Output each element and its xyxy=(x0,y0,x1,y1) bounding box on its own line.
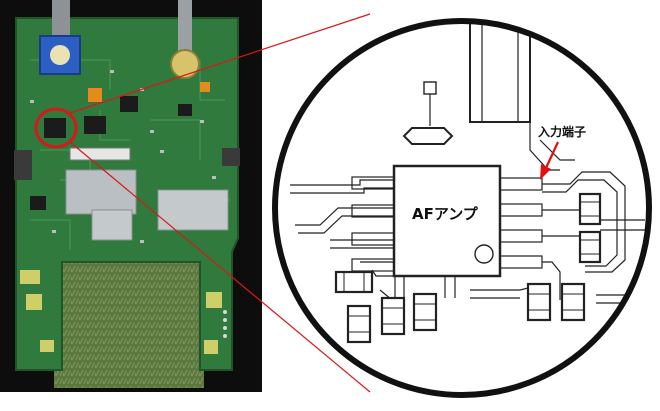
trace xyxy=(298,215,394,234)
trace xyxy=(542,261,561,300)
pin1-dot-icon xyxy=(474,244,494,264)
ic-chip xyxy=(84,116,106,134)
orange-component xyxy=(88,88,102,102)
red-arrow-icon xyxy=(540,141,559,180)
af-amp-chip xyxy=(392,164,502,278)
terrain-area xyxy=(54,252,204,388)
trace xyxy=(394,276,456,300)
via-holes xyxy=(223,310,227,338)
antenna-connector xyxy=(170,49,200,79)
solder-pad xyxy=(206,292,222,308)
potentiometer-shaft xyxy=(52,0,70,40)
ic-chip xyxy=(30,196,46,210)
orange-component xyxy=(200,82,210,92)
rf-shield xyxy=(65,169,137,215)
capacitor xyxy=(526,282,552,322)
callout-lines xyxy=(69,13,371,393)
potentiometer-knob xyxy=(50,45,70,65)
trace xyxy=(539,139,575,161)
capacitor xyxy=(560,282,586,322)
trace xyxy=(290,187,394,194)
magnifier xyxy=(272,18,652,398)
solder-pad xyxy=(26,294,42,310)
via-pad xyxy=(402,127,454,145)
rf-shield xyxy=(91,209,133,241)
capacitor xyxy=(346,304,372,344)
solder-pad xyxy=(20,270,40,284)
rf-shield xyxy=(157,189,229,231)
af-amp-label: AFアンプ xyxy=(412,205,478,223)
pcb-photo xyxy=(0,0,262,392)
ic-chip xyxy=(178,104,192,116)
trace xyxy=(542,171,626,273)
connector-block xyxy=(469,21,531,123)
side-jack xyxy=(222,148,240,166)
solder-pad xyxy=(40,340,54,352)
ribbon-connector xyxy=(69,147,131,161)
capacitor-bands xyxy=(528,201,600,311)
schematic xyxy=(290,21,645,344)
trace xyxy=(290,179,394,186)
ic-chip xyxy=(120,96,138,112)
side-jack xyxy=(14,150,32,180)
input-terminal-label: 入力端子 xyxy=(538,125,587,139)
capacitor xyxy=(412,292,438,332)
callout-line-bottom xyxy=(69,141,371,393)
trace xyxy=(371,269,394,277)
trace xyxy=(529,122,560,171)
capacitor xyxy=(578,230,602,264)
capacitor xyxy=(578,192,602,226)
highlight-ring xyxy=(34,107,78,149)
solder-pad xyxy=(204,340,218,354)
trace xyxy=(542,179,618,267)
antenna-spring xyxy=(178,0,192,55)
capacitor xyxy=(380,296,406,336)
af-amp-chip-photo xyxy=(44,118,66,138)
magnifier-ring xyxy=(272,18,652,398)
callout-line-top xyxy=(69,13,371,114)
capacitor xyxy=(334,270,374,294)
trace xyxy=(295,207,394,226)
capacitor-bands xyxy=(343,272,436,333)
